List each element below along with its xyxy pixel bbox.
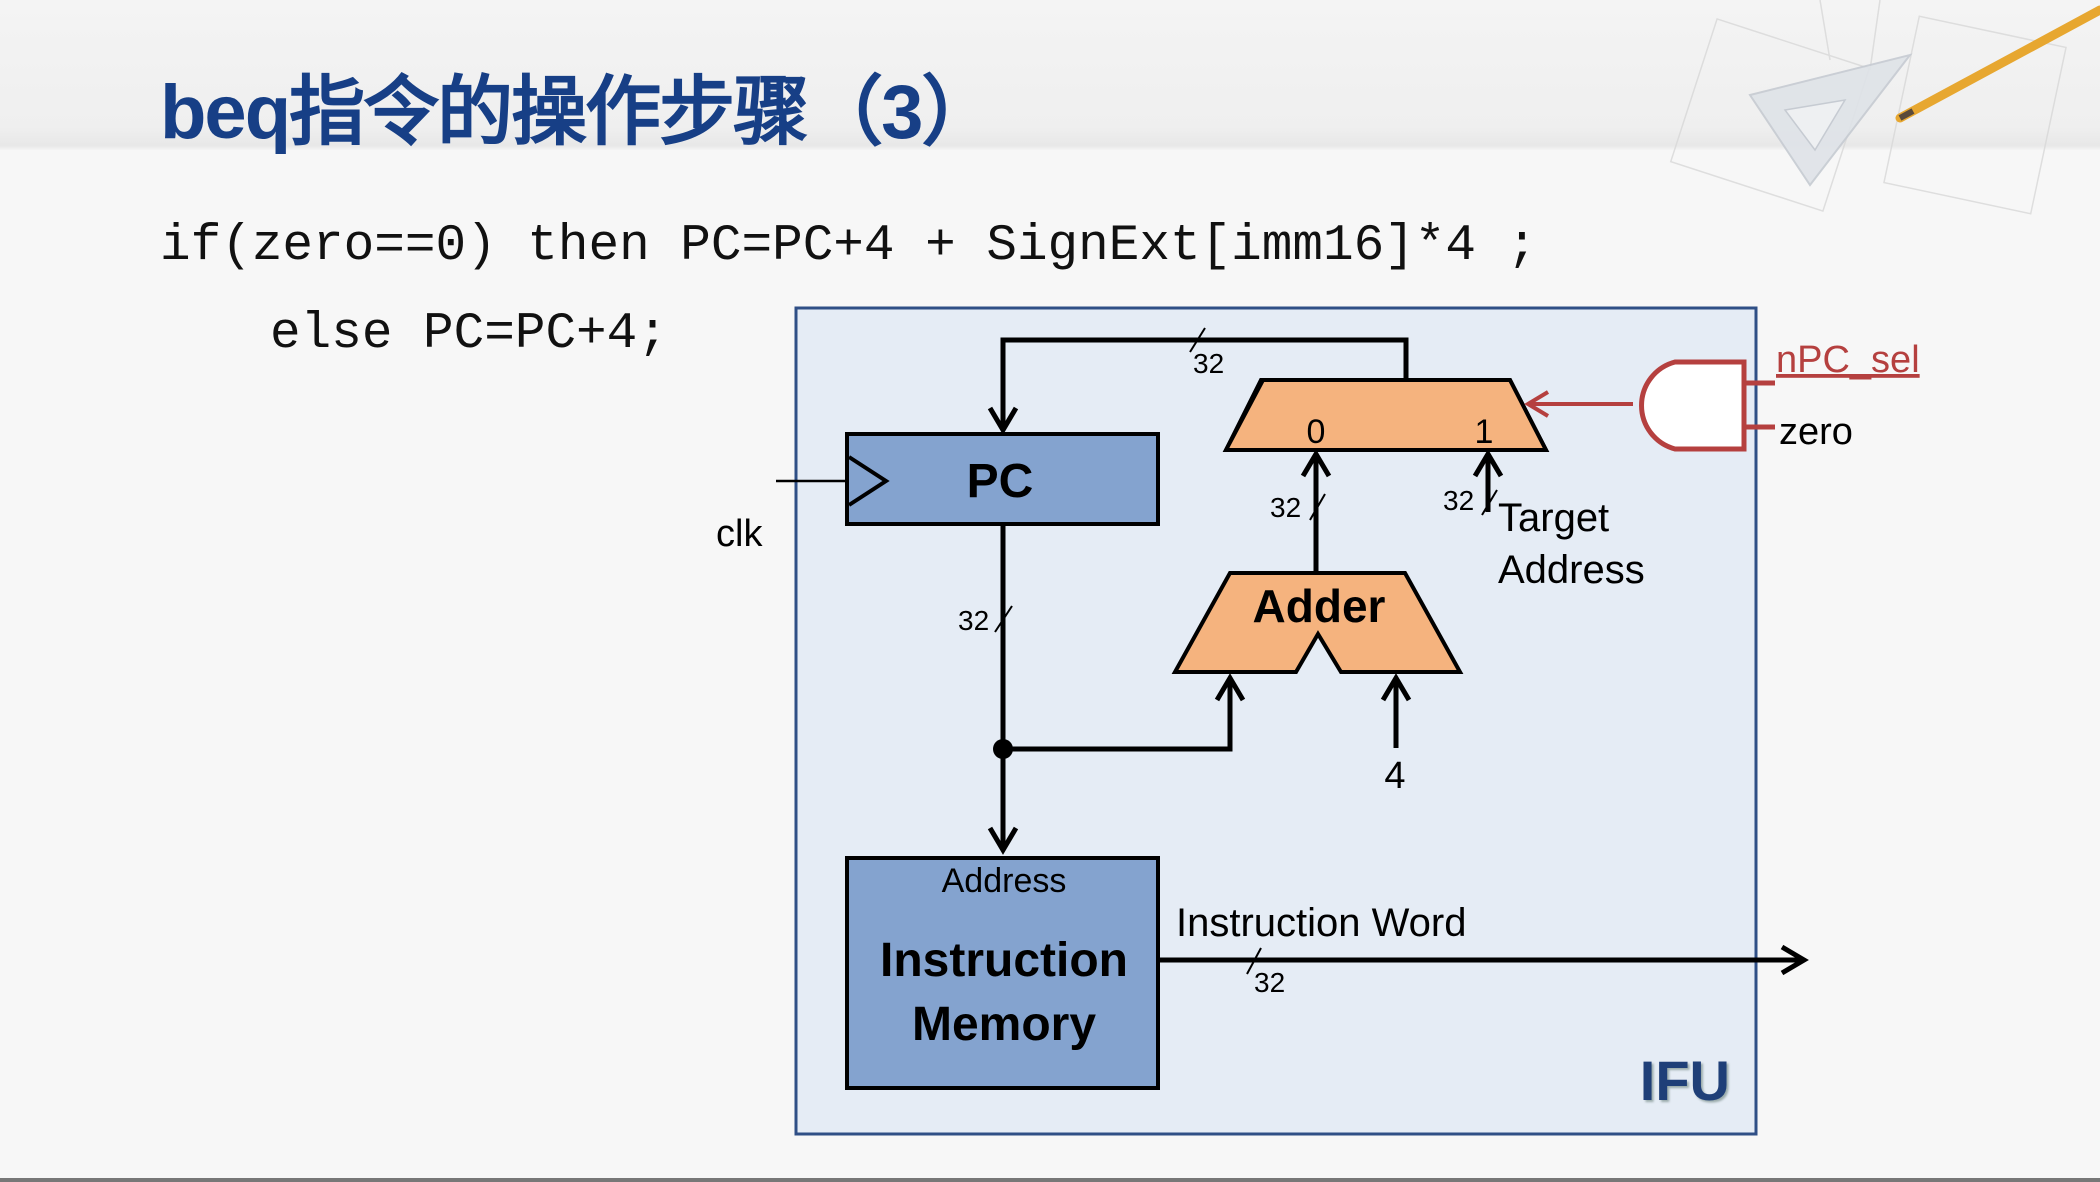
wire-adder-to-mux [1300, 449, 1332, 574]
code-line-2: else PC=PC+4; [270, 306, 668, 363]
instruction-word-label: Instruction Word [1176, 901, 1467, 945]
blueprint-pencil-decoration [1669, 0, 2100, 215]
slide-title: beq指令的操作步骤（3） [160, 70, 997, 155]
bus-width-adder-out: 32 [1270, 492, 1301, 523]
bus-slash [1246, 947, 1262, 975]
wire-mux-to-pc [987, 337, 1409, 435]
bus-width-pc-out: 32 [958, 605, 989, 636]
wire-pc-out [987, 524, 1246, 855]
wire-control-to-mux [1524, 390, 1633, 418]
instruction-memory [845, 856, 1160, 1090]
mux-body [1222, 378, 1550, 452]
adder-constant-label: 4 [1384, 755, 1405, 797]
ifu-label: IFU [1640, 1049, 1730, 1112]
bus-slash [1189, 327, 1206, 353]
bus-width-instr-word: 32 [1254, 967, 1285, 998]
mux-input-1-label: 1 [1475, 413, 1494, 451]
bus-slash [1481, 489, 1498, 516]
clk-label: clk [716, 513, 763, 555]
npc-sel-label: nPC_sel [1776, 339, 1920, 381]
bus-slash [994, 605, 1013, 633]
target-label-line1: Target [1498, 496, 1609, 540]
pc-label: PC [967, 455, 1034, 508]
zero-label: zero [1779, 411, 1853, 453]
imem-address-port-label: Address [942, 862, 1067, 900]
bus-slash [1309, 493, 1326, 521]
pc-register [845, 432, 1160, 526]
imem-label-line1: Instruction [880, 934, 1128, 987]
target-label-line2: Address [1498, 548, 1645, 592]
footer-divider [0, 1178, 2100, 1182]
wire-target-to-mux [1472, 449, 1504, 512]
header-band [0, 0, 2100, 150]
clock-triangle-icon [847, 455, 890, 507]
bus-width-mux-to-pc: 32 [1193, 348, 1224, 379]
wire-instruction-word [1158, 944, 1809, 976]
imem-label-line2: Memory [912, 998, 1096, 1051]
adder [1171, 571, 1464, 674]
code-line-1: if(zero==0) then PC=PC+4 + SignExt[imm16… [160, 218, 1538, 275]
mux-input-0-label: 0 [1307, 413, 1326, 451]
wire-constant-to-adder [1380, 673, 1412, 748]
bus-width-target: 32 [1443, 485, 1474, 516]
and-gate [1639, 359, 1775, 452]
adder-label: Adder [1253, 580, 1386, 632]
junction-dot [993, 739, 1013, 759]
